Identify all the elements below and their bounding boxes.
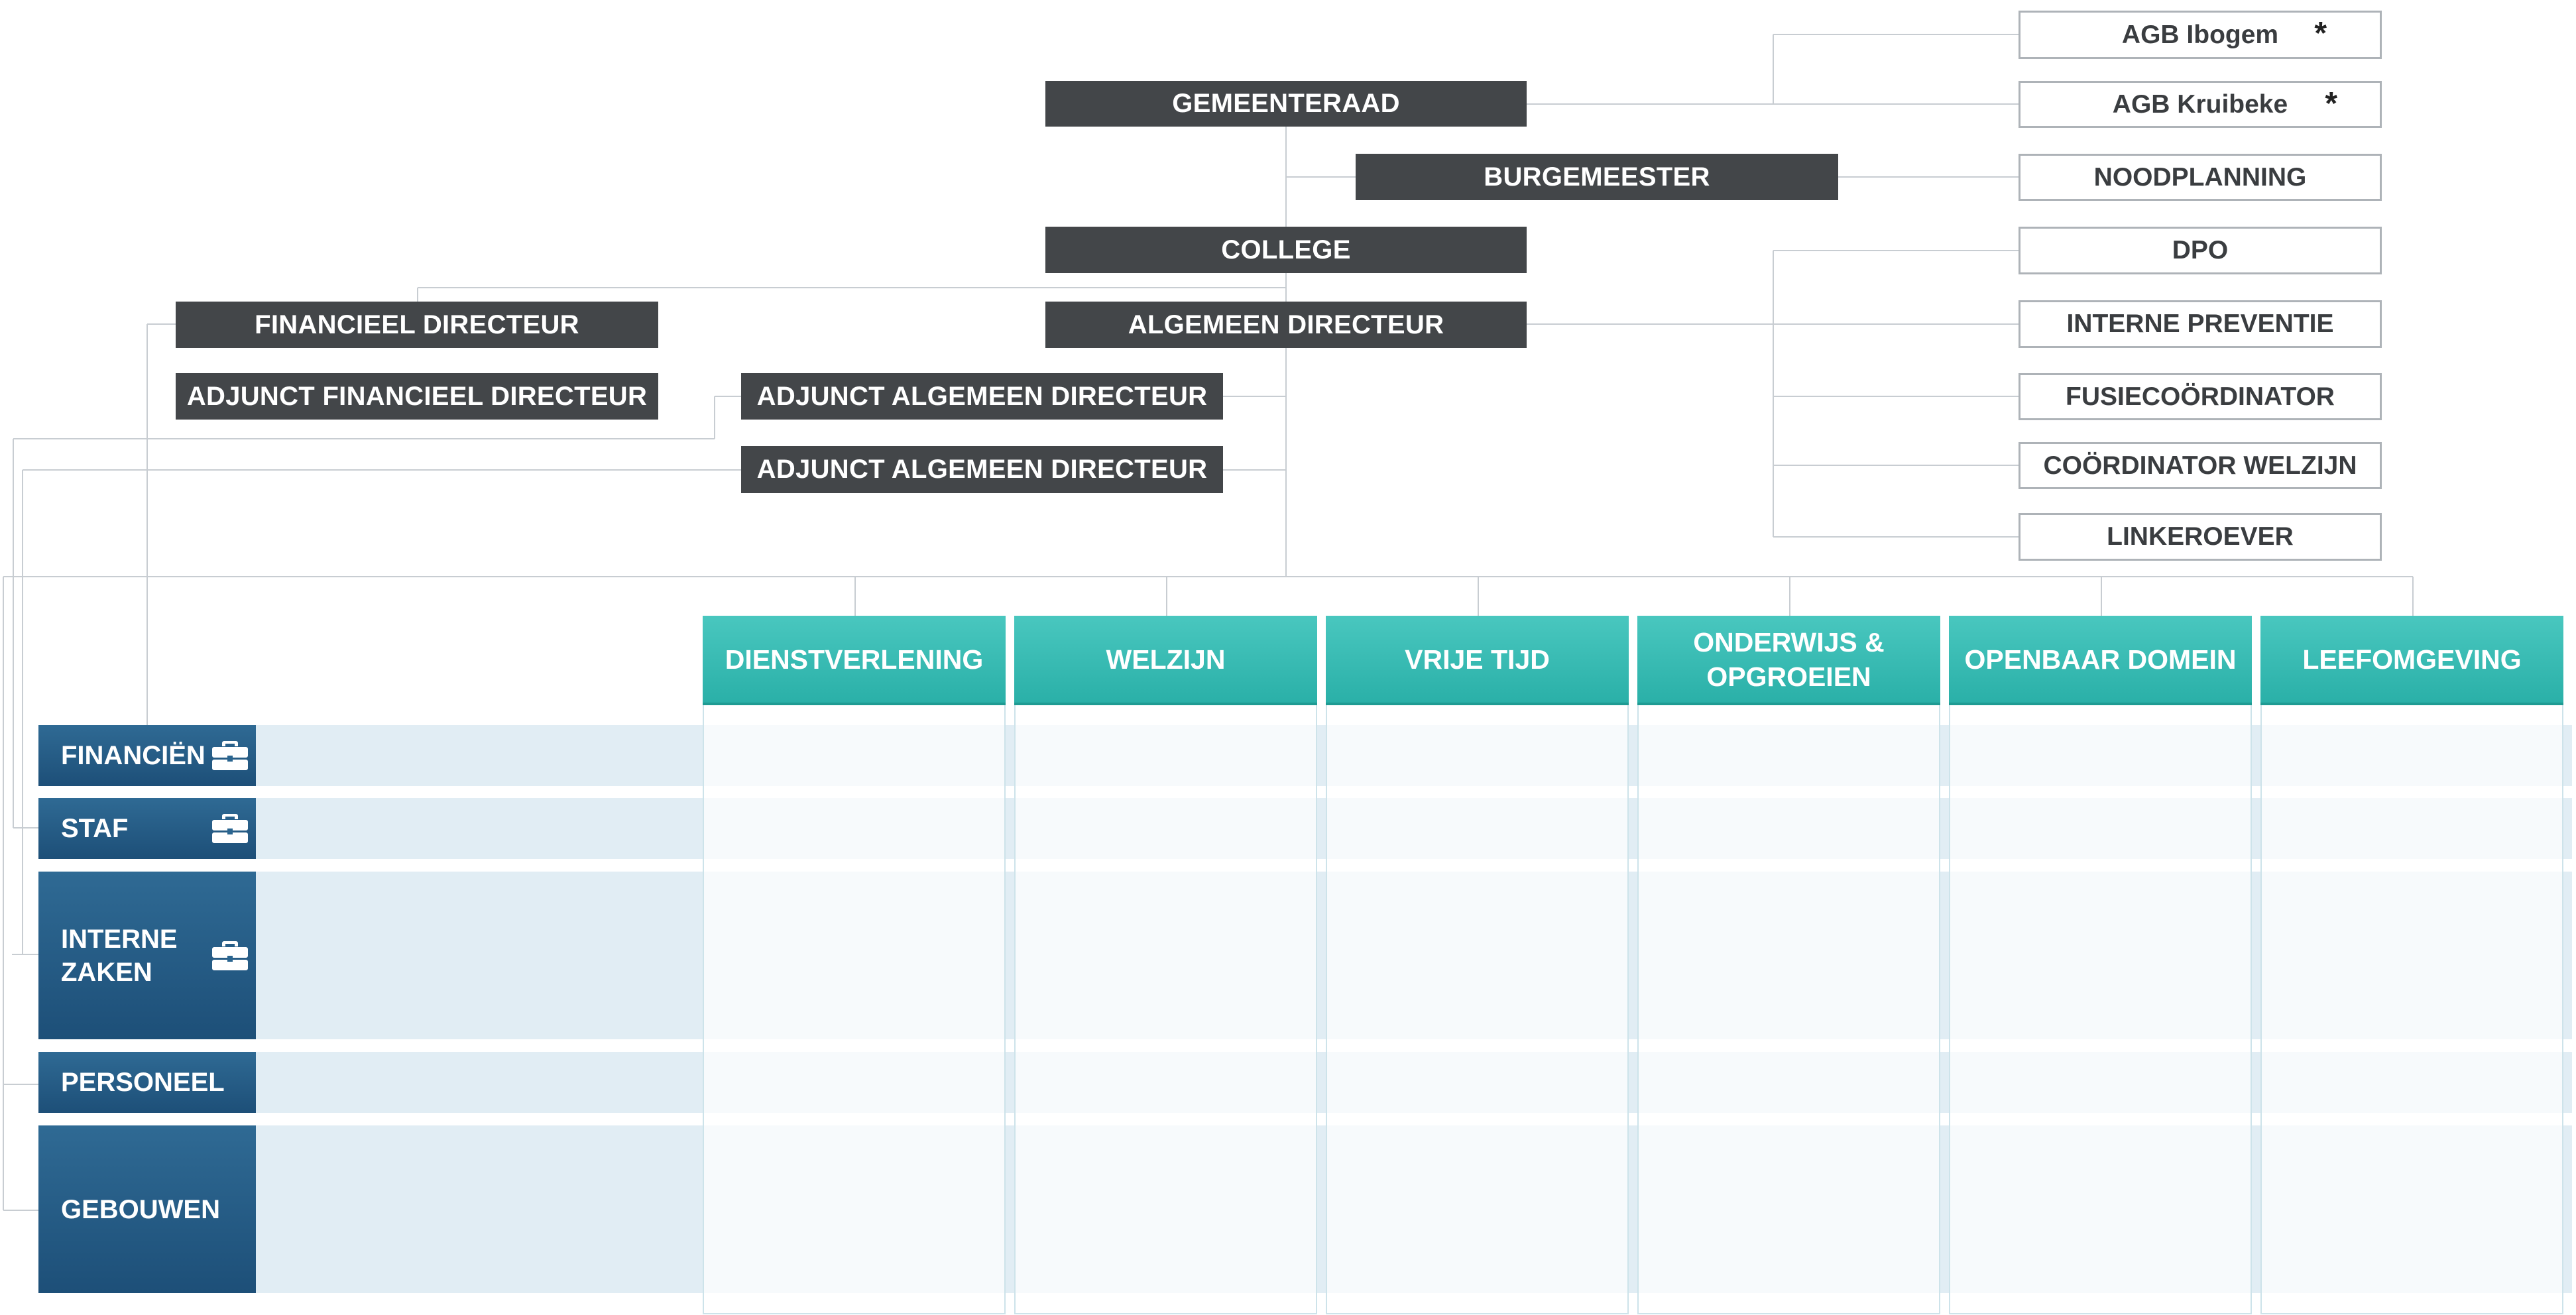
domain-header-leefomgeving: LEEFOMGEVING [2260,616,2563,705]
side-unit-label: AGB Ibogem [2121,20,2279,49]
adjunct-financieel-directeur-box: ADJUNCT FINANCIEEL DIRECTEUR [176,373,658,420]
support-label-text: FINANCIËN [61,741,205,770]
domain-label: LEEFOMGEVING [2302,644,2522,675]
gemeenteraad-box: GEMEENTERAAD [1045,81,1527,127]
column-body-welzijn [1014,704,1317,1314]
briefcase-icon [212,741,248,770]
side-unit-dpo: DPO [2019,227,2382,274]
column-body-openbaar-domein [1949,704,2252,1314]
column-body-dienstverlening [703,704,1006,1314]
support-label-financien: FINANCIËN [38,725,256,786]
side-unit-noodplanning: NOODPLANNING [2019,154,2382,201]
support-label-text: STAF [61,814,129,843]
side-unit-agb-ibogem: AGB Ibogem * [2019,11,2382,59]
domain-label-line2: OPGROEIEN [1706,661,1871,692]
side-unit-interne-preventie: INTERNE PREVENTIE [2019,300,2382,348]
adjunct-algemeen-directeur-box-1: ADJUNCT ALGEMEEN DIRECTEUR [741,373,1223,420]
briefcase-icon [212,814,248,843]
support-label-text-line2: ZAKEN [61,957,152,987]
burgemeester-box: BURGEMEESTER [1356,154,1838,200]
domain-header-vrije-tijd: VRIJE TIJD [1326,616,1629,705]
side-unit-agb-kruibeke: AGB Kruibeke * [2019,81,2382,128]
side-unit-coordinator-welzijn: COÖRDINATOR WELZIJN [2019,442,2382,489]
domain-label: ONDERWIJS & [1693,626,1885,658]
domain-label: OPENBAAR DOMEIN [1964,644,2237,675]
domain-header-openbaar-domein: OPENBAAR DOMEIN [1949,616,2252,705]
domain-label: VRIJE TIJD [1405,644,1550,675]
college-box: COLLEGE [1045,227,1527,273]
side-unit-linkeroever: LINKEROEVER [2019,513,2382,561]
side-unit-label: AGB Kruibeke [2112,89,2288,119]
domain-label: WELZIJN [1106,644,1226,675]
support-label-personeel: PERSONEEL [38,1052,256,1113]
domain-header-dienstverlening: DIENSTVERLENING [703,616,1006,705]
domain-label: DIENSTVERLENING [725,644,984,675]
asterisk-mark: * [2325,86,2337,121]
support-label-staf: STAF [38,798,256,859]
financieel-directeur-box: FINANCIEEL DIRECTEUR [176,302,658,348]
domain-header-onderwijs-opgroeien: ONDERWIJS &OPGROEIEN [1637,616,1940,705]
support-label-text: INTERNE [61,924,178,954]
side-unit-fusiecoordinator: FUSIECOÖRDINATOR [2019,373,2382,420]
briefcase-icon [212,941,248,970]
domain-header-welzijn: WELZIJN [1014,616,1317,705]
asterisk-mark: * [2314,16,2327,51]
column-body-onderwijs-opgroeien [1637,704,1940,1314]
algemeen-directeur-box: ALGEMEEN DIRECTEUR [1045,302,1527,348]
adjunct-algemeen-directeur-box-2: ADJUNCT ALGEMEEN DIRECTEUR [741,446,1223,493]
column-body-vrije-tijd [1326,704,1629,1314]
support-label-gebouwen: GEBOUWEN [38,1125,256,1293]
column-body-leefomgeving [2260,704,2563,1314]
support-label-text: PERSONEEL [61,1068,225,1097]
support-label-text: GEBOUWEN [61,1194,220,1224]
